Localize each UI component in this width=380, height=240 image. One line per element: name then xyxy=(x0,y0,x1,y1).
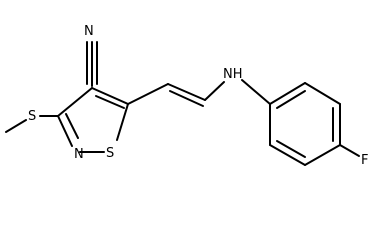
fluorine-label: F xyxy=(361,153,368,168)
methylthio-group xyxy=(5,115,59,133)
vinyl-linker xyxy=(127,81,225,107)
molecule-structure: N N S S NH F xyxy=(5,24,368,168)
fluorophenyl-ring xyxy=(269,82,341,166)
structure-canvas: N N S S NH F xyxy=(5,24,369,168)
nitrile-triple-bond xyxy=(86,41,98,87)
c-f-bond xyxy=(339,144,360,157)
amine-aryl-bond xyxy=(241,79,271,105)
isothiazole-ring xyxy=(57,87,129,153)
nitrile-nitrogen-label: N xyxy=(84,24,94,39)
amine-nh-label: NH xyxy=(223,67,243,82)
ring-sulfur-label: S xyxy=(106,146,114,161)
ring-nitrogen-label: N xyxy=(74,147,84,162)
thioether-sulfur-label: S xyxy=(28,109,36,124)
